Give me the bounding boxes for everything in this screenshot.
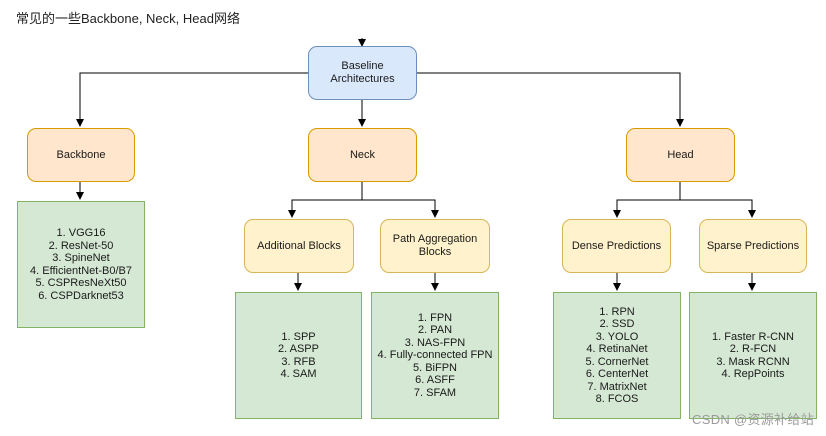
list-item: 5. CSPResNeXt50 bbox=[35, 277, 127, 289]
list-item: 3. SpineNet bbox=[52, 252, 110, 264]
list-item: 3. Mask RCNN bbox=[716, 355, 790, 368]
neck-to-path-aggregation bbox=[362, 199, 439, 218]
list-item: 3. NAS-FPN bbox=[404, 336, 466, 349]
list-item: 5. CornerNet bbox=[585, 355, 649, 368]
path-aggregation-node: Path Aggregation Blocks bbox=[380, 219, 490, 273]
list-item: 4. RetinaNet bbox=[586, 343, 648, 355]
list-item: 2. PAN bbox=[417, 324, 453, 337]
list-item: 7. SFAM bbox=[413, 386, 457, 399]
list-item: 1. VGG16 bbox=[56, 227, 106, 239]
list-item: 4. RepPoints bbox=[721, 368, 785, 380]
list-item: 2. SSD bbox=[599, 318, 635, 330]
list-item: 6. CenterNet bbox=[585, 368, 649, 380]
dense-predictions-node: Dense Predictions bbox=[562, 219, 671, 273]
neck-to-additional bbox=[288, 199, 362, 218]
head-node: Head bbox=[626, 128, 735, 182]
list-item: 1. SPP bbox=[281, 330, 316, 343]
root-to-head bbox=[417, 72, 684, 127]
head-to-dense bbox=[613, 199, 680, 218]
caption: 常见的一些Backbone, Neck, Head网络 bbox=[16, 11, 240, 26]
additional-blocks-node: Additional Blocks bbox=[244, 219, 354, 273]
list-item: 1. Faster R-CNN bbox=[712, 330, 794, 343]
root-node: Baseline Architectures bbox=[308, 46, 417, 100]
list-item: 1. RPN bbox=[599, 305, 635, 318]
list-item: 8. FCOS bbox=[595, 393, 639, 405]
list-item: 6. ASFF bbox=[415, 374, 455, 387]
watermark: CSDN @资源补给站 bbox=[692, 412, 814, 427]
list-item: 3. RFB bbox=[281, 355, 316, 368]
list-item: 4. EfficientNet-B0/B7 bbox=[30, 264, 132, 277]
backbone-node: Backbone bbox=[27, 128, 135, 182]
list-item: 1. FPN bbox=[417, 311, 453, 324]
list-item: 7. MatrixNet bbox=[587, 380, 647, 393]
neck-node: Neck bbox=[308, 128, 417, 182]
list-item: 2. ResNet-50 bbox=[48, 239, 114, 252]
head-to-sparse bbox=[680, 199, 756, 218]
sparse-predictions-node: Sparse Predictions bbox=[699, 219, 807, 273]
root-to-backbone bbox=[76, 72, 308, 127]
list-item: 5. BiFPN bbox=[412, 361, 457, 374]
list-item: 4. Fully-connected FPN bbox=[377, 349, 493, 362]
list-item: 4. SAM bbox=[280, 368, 317, 380]
list-item: 3. YOLO bbox=[595, 330, 639, 343]
list-item: 6. CSPDarknet53 bbox=[38, 289, 124, 302]
list-item: 2. ASPP bbox=[278, 343, 319, 355]
list-item: 2. R-FCN bbox=[729, 343, 777, 355]
